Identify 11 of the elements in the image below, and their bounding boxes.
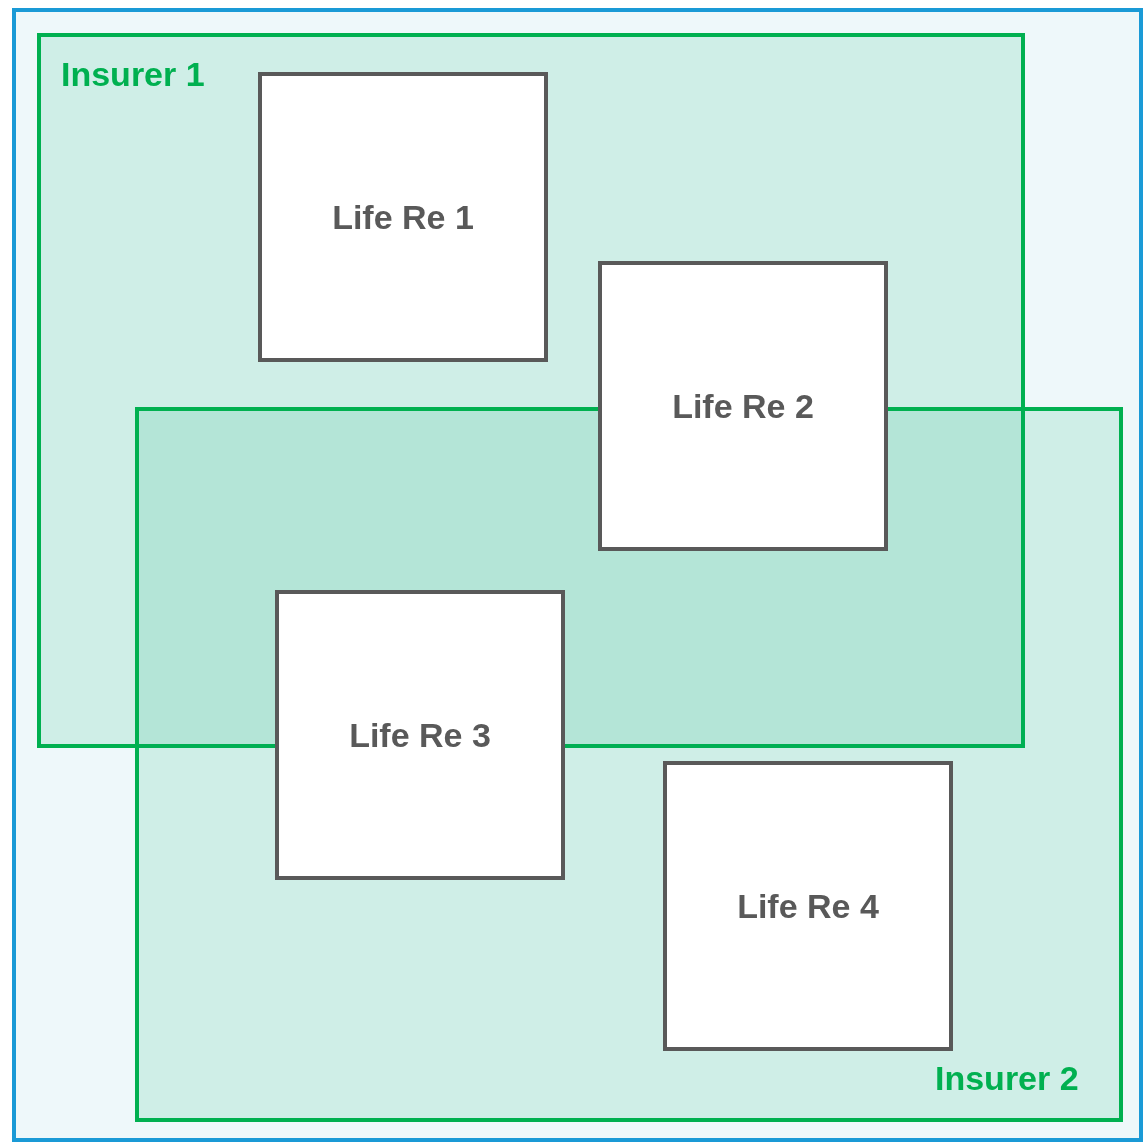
entity-label: Life Re 1 <box>332 197 474 237</box>
group-title: Insurer 1 <box>61 55 205 94</box>
entity-label: Life Re 4 <box>737 886 879 926</box>
group-box <box>37 33 1025 748</box>
group-title: Insurer 2 <box>935 1059 1079 1098</box>
entity-box <box>663 761 953 1051</box>
entity-box <box>258 72 548 362</box>
entity-box <box>275 590 565 880</box>
entity-label: Life Re 2 <box>672 386 814 426</box>
entity-box <box>598 261 888 551</box>
entity-label: Life Re 3 <box>349 715 491 755</box>
